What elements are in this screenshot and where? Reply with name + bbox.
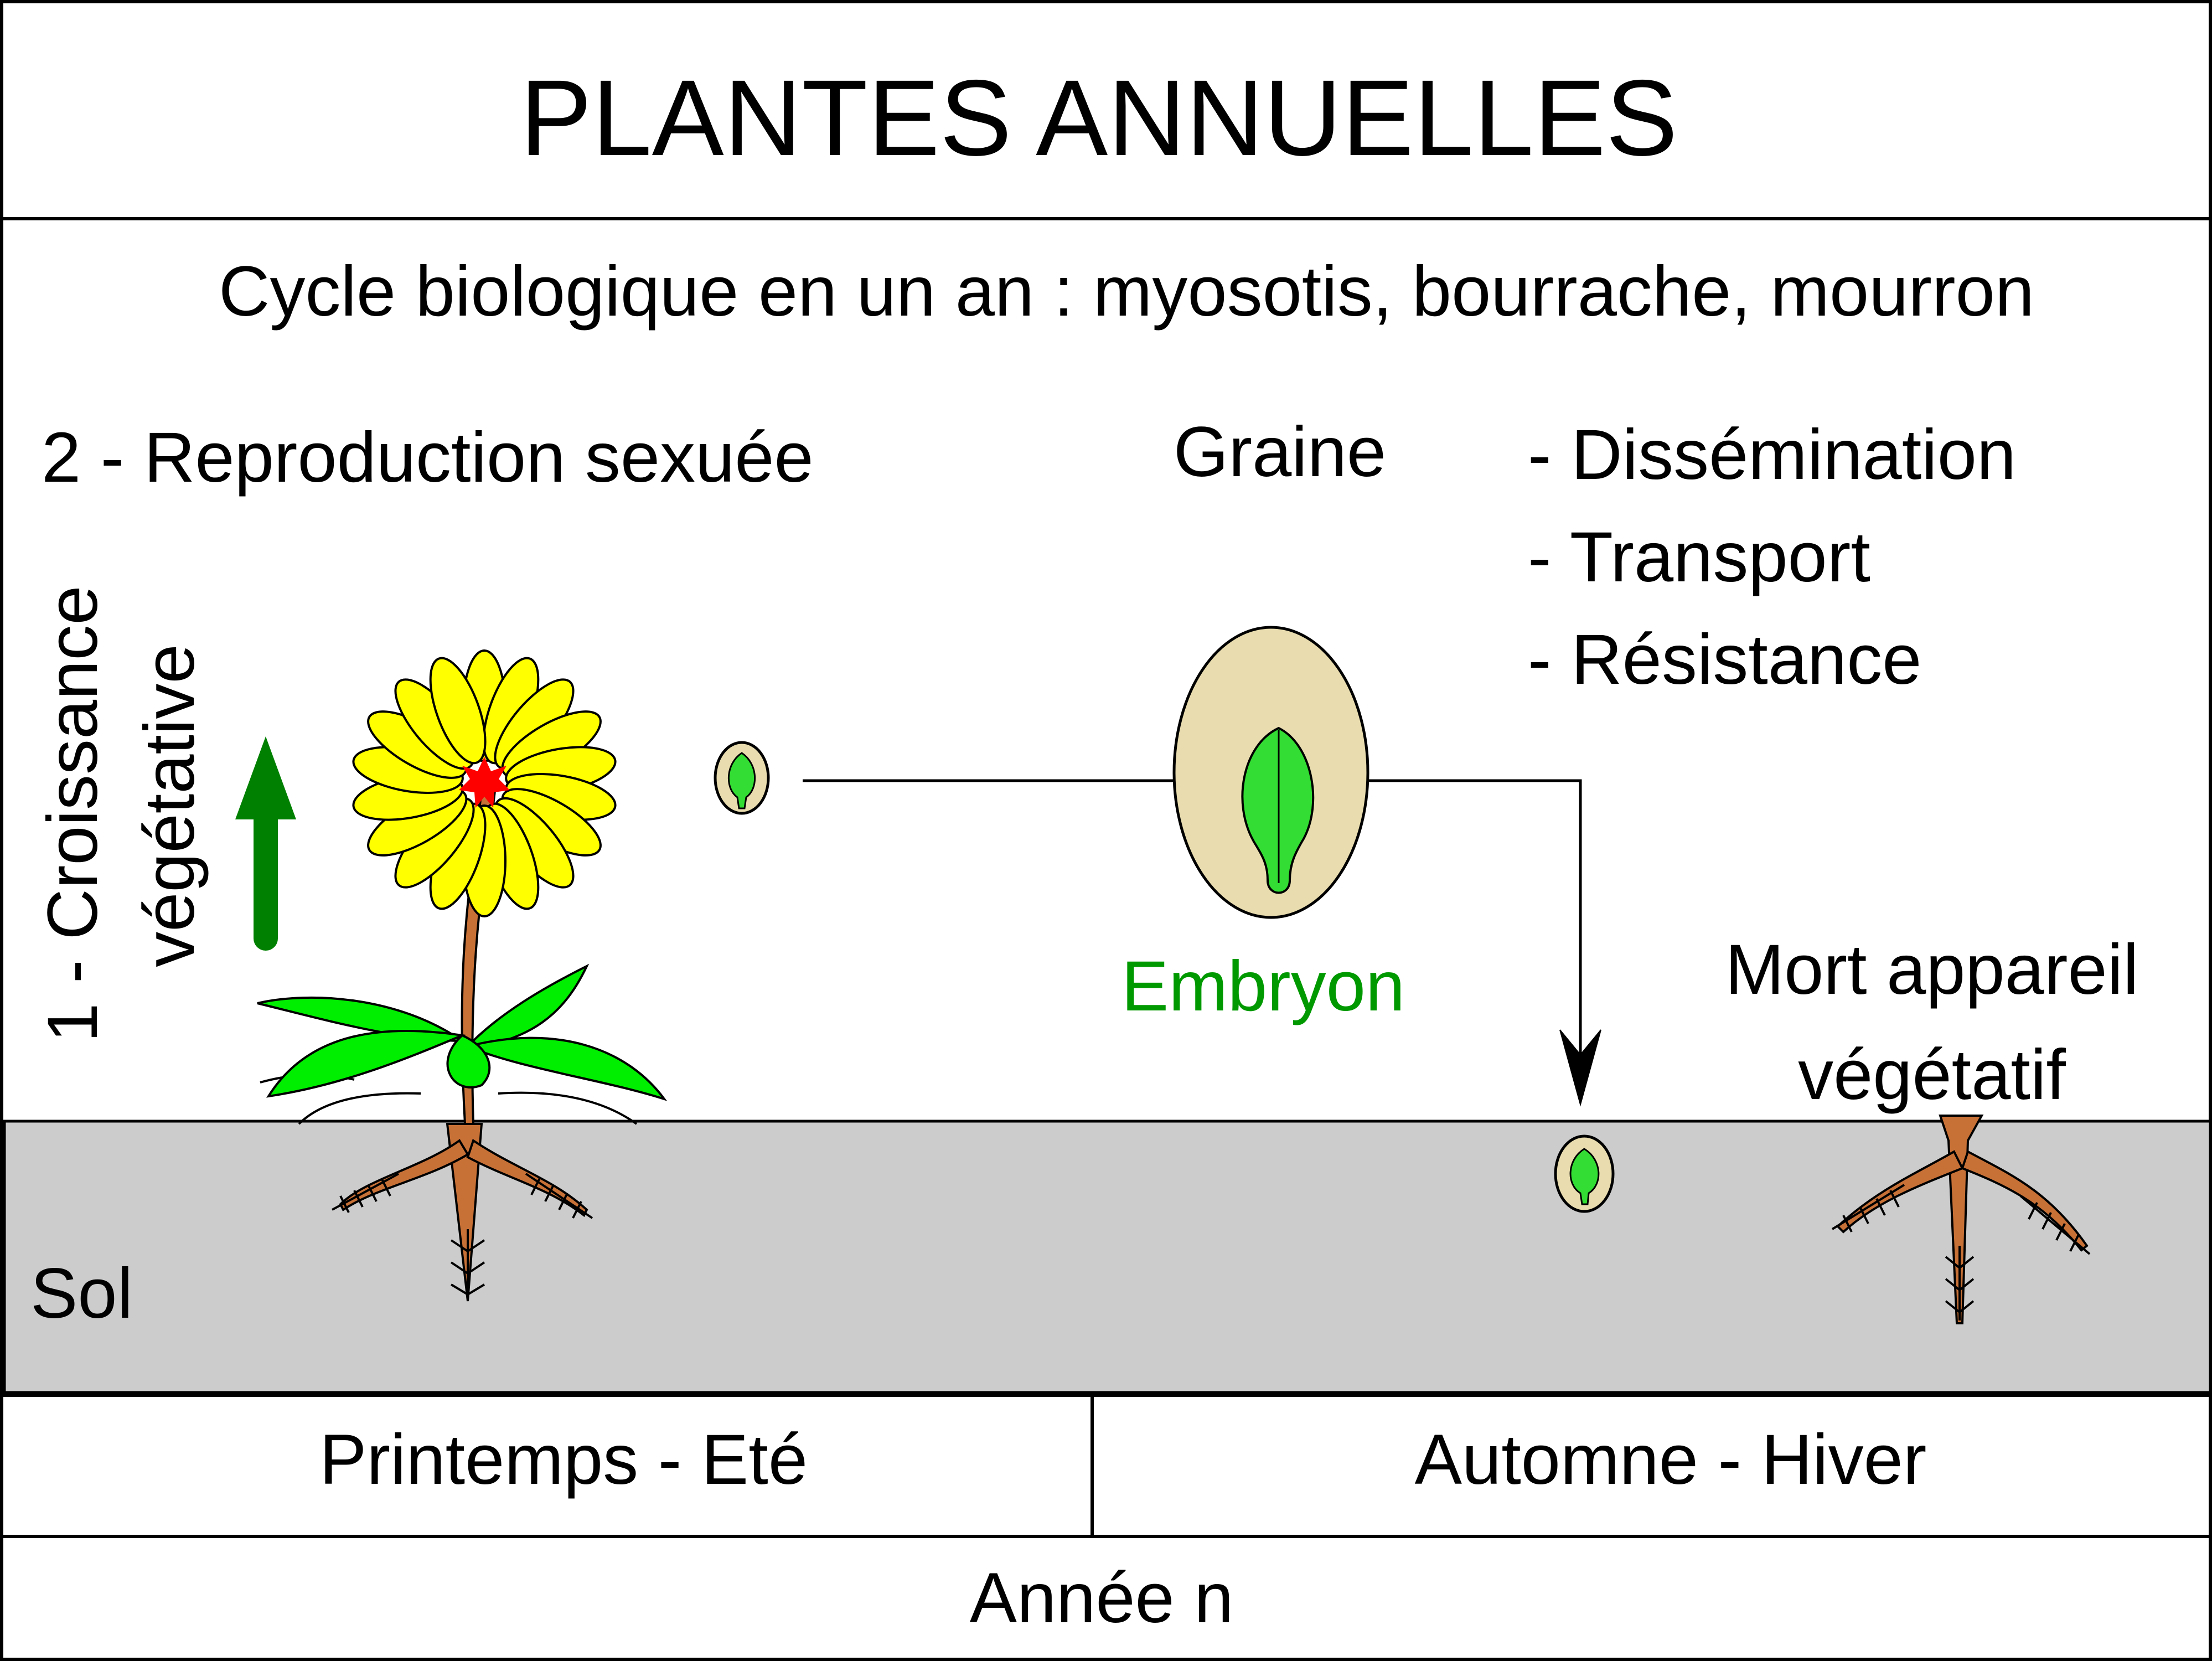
subtitle: Cycle biologique en un an : myosotis, bo…	[219, 252, 2034, 331]
sol-label: Sol	[30, 1254, 133, 1333]
growth-arrow	[235, 736, 296, 951]
year-label: Année n	[970, 1559, 1234, 1638]
flower-root-hairs	[332, 1173, 593, 1296]
soil-band	[3, 1120, 2212, 1394]
small-seed-flower	[714, 741, 770, 815]
page-title: PLANTES ANNUELLES	[520, 58, 1678, 178]
resistance-label: - Résistance	[1528, 620, 1921, 699]
mort-label-line2: végétatif	[1798, 1035, 2066, 1115]
croissance-label-line2-visible: végétative	[130, 644, 209, 967]
flowering-plant	[257, 649, 668, 1302]
embryon-label: Embryon	[1121, 947, 1405, 1026]
graine-label: Graine	[1174, 412, 1386, 492]
embryo	[1241, 726, 1315, 894]
seed-detail	[1172, 626, 1369, 919]
transport-label: - Transport	[1528, 518, 1870, 597]
croissance-label-line1: 1 - Croissance	[33, 585, 112, 1042]
flower-center	[459, 757, 510, 808]
dispersal-arrow	[803, 779, 1601, 1107]
flower-head	[349, 649, 620, 917]
season-left-label: Printemps - Eté	[319, 1420, 808, 1499]
season-right-label: Automne - Hiver	[1415, 1420, 1927, 1499]
mort-label-line1: Mort appareil	[1725, 930, 2139, 1009]
dissemination-label: - Dissémination	[1528, 415, 2016, 494]
seed-in-soil	[1554, 1134, 1615, 1213]
reproduction-label: 2 - Reproduction sexuée	[42, 418, 814, 497]
leaf-center	[446, 1034, 491, 1089]
dead-plant-roots	[1831, 1115, 2091, 1324]
